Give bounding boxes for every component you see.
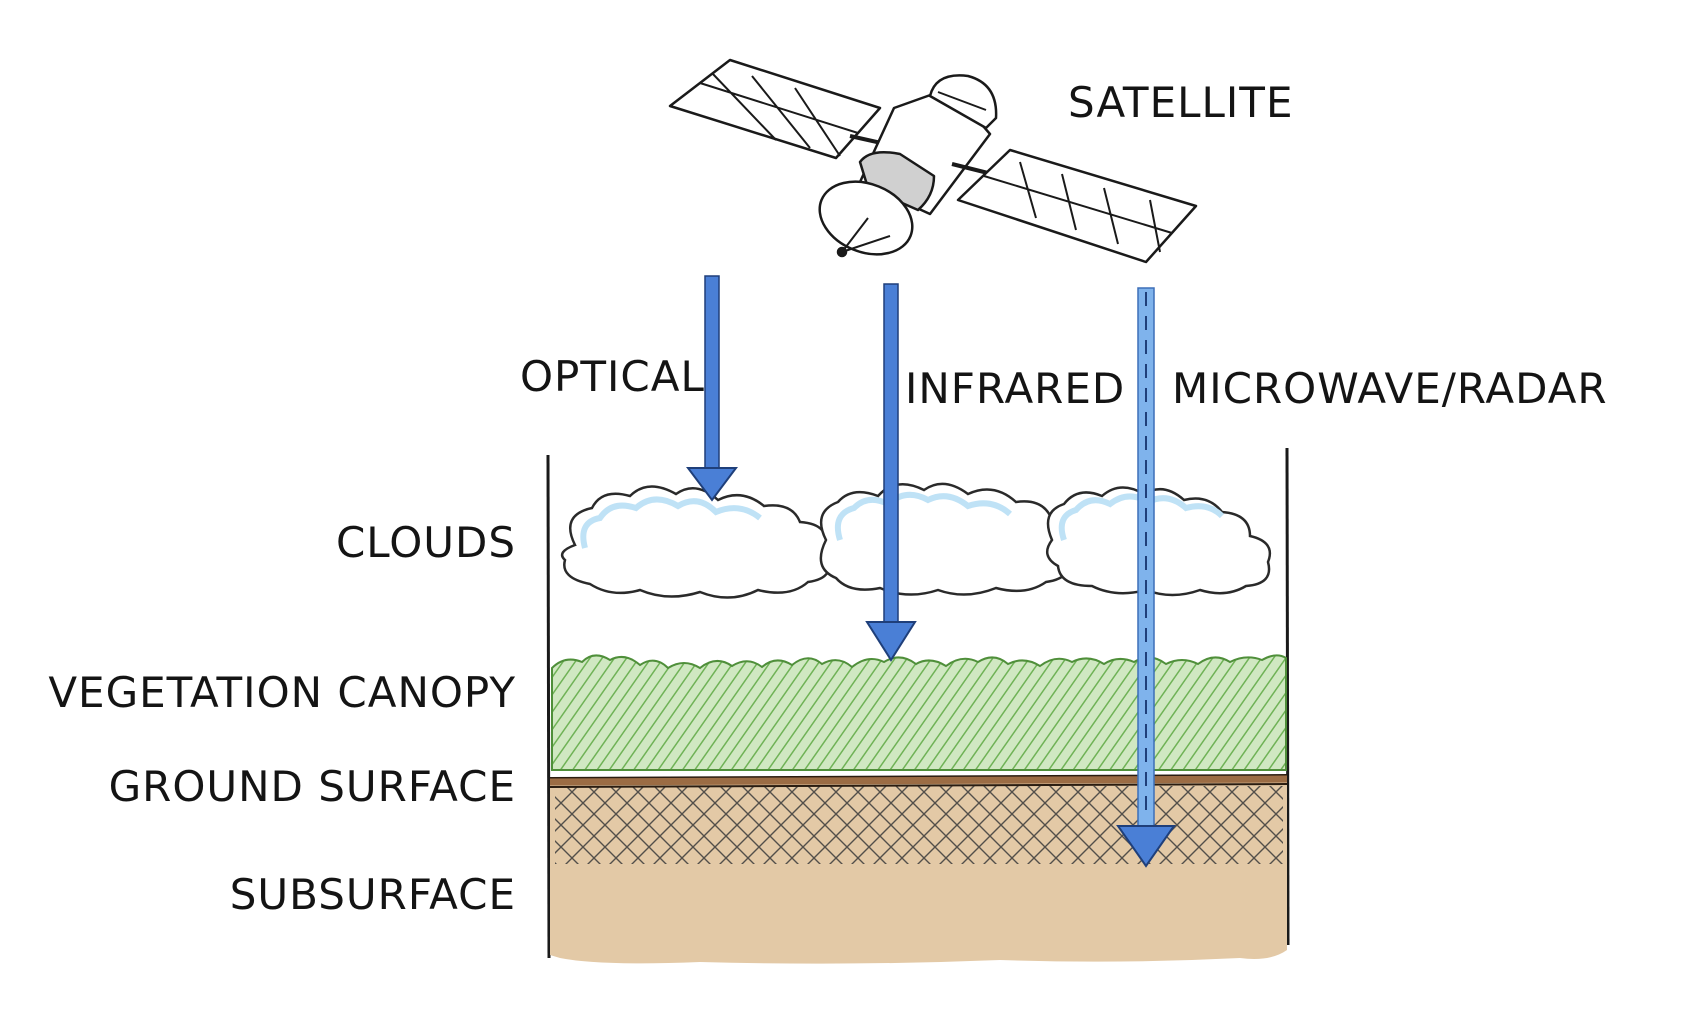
cross-section-box [546,447,1290,959]
label-clouds: CLOUDS [335,518,516,567]
subsurface-layer [550,782,1287,964]
label-satellite: SATELLITE [1068,78,1294,127]
ground-surface-line [549,774,1288,788]
label-microwave-radar: MICROWAVE/RADAR [1172,364,1608,413]
label-subsurface: SUBSURFACE [229,870,516,919]
label-ground-surface: GROUND SURFACE [108,762,516,811]
label-optical: OPTICAL [520,352,705,401]
satellite-icon [668,58,1198,264]
microwave-arrow [1116,287,1176,868]
infrared-arrow [865,283,917,662]
vegetation-canopy [551,654,1287,771]
label-vegetation-canopy: VEGETATION CANOPY [48,668,516,717]
cloud-2 [819,482,1073,596]
label-infrared: INFRARED [905,364,1126,413]
cloud-3 [1045,486,1272,597]
clouds [560,482,1272,599]
optical-arrow [686,275,738,502]
